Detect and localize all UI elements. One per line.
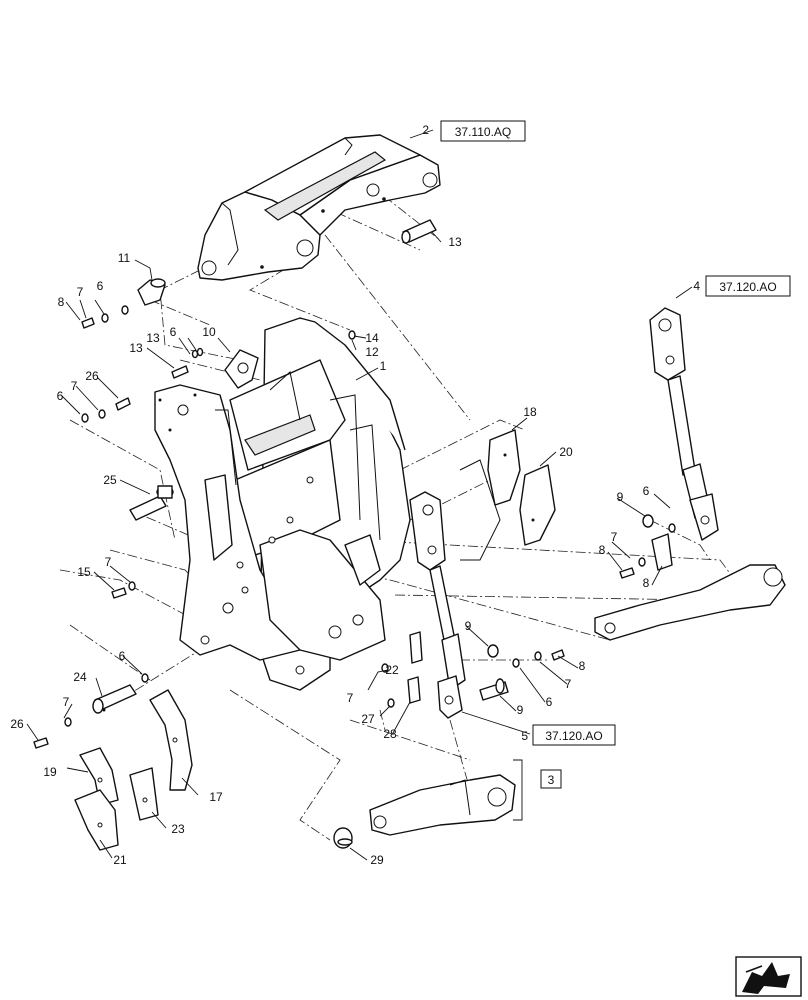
bushing-11 <box>137 278 166 306</box>
callout-2: 2 <box>422 123 429 137</box>
callout-25: 25 <box>103 473 117 487</box>
callout-12: 10 <box>202 325 216 339</box>
callout-21: 21 <box>113 853 127 867</box>
callout-9: 8 <box>643 576 650 590</box>
callout-6: 6 <box>546 695 553 709</box>
lift-rod-center <box>409 491 466 719</box>
callout-5: 5 <box>521 729 528 743</box>
lower-link-right <box>594 564 786 641</box>
callout-6: 6 <box>643 484 650 498</box>
pins-9 <box>479 533 673 701</box>
callout-19: 19 <box>43 765 57 779</box>
callout-7: 7 <box>105 555 112 569</box>
callout-28: 28 <box>383 727 397 741</box>
callout-26: 26 <box>85 369 99 383</box>
callout-10: 9 <box>617 490 624 504</box>
wear-plates <box>74 689 193 851</box>
next-page-arrow-icon[interactable] <box>735 956 802 997</box>
callout-14: 13 <box>129 341 143 355</box>
callout-7: 7 <box>77 285 84 299</box>
svg-text:37.120.AO: 37.120.AO <box>719 280 776 294</box>
reference-37-120-ao-top[interactable]: 37.120.AO <box>705 275 791 297</box>
callout-29: 29 <box>370 853 384 867</box>
svg-text:37.110.AQ: 37.110.AQ <box>455 125 511 139</box>
callout-8: 8 <box>579 659 586 673</box>
callout-7: 7 <box>347 691 354 705</box>
clevis-12 <box>224 349 259 389</box>
callout-24: 24 <box>73 670 87 684</box>
svg-text:37.120.AO: 37.120.AO <box>545 729 602 743</box>
callout-18: 18 <box>523 405 537 419</box>
callout-15: 13 <box>448 235 462 249</box>
svg-text:3: 3 <box>548 773 555 787</box>
top-link-bracket <box>197 134 441 281</box>
callout-23: 23 <box>171 822 185 836</box>
callout-7: 7 <box>63 695 70 709</box>
callout-6: 6 <box>170 325 177 339</box>
callout-7: 7 <box>71 379 78 393</box>
callout-13: 12 <box>365 345 379 359</box>
hardware-left <box>33 305 356 749</box>
callout-27: 27 <box>361 712 375 726</box>
leader-lines <box>26 129 693 861</box>
lower-link-3 <box>369 774 516 836</box>
callout-8: 8 <box>599 543 606 557</box>
main-frame <box>154 317 411 691</box>
callout-13: 13 <box>146 331 160 345</box>
reference-37-110-aq[interactable]: 37.110.AQ <box>440 120 526 142</box>
callout-9: 9 <box>517 703 524 717</box>
reference-boxes: 37.110.AQ 37.120.AO 37.120.AO 3 <box>440 120 791 789</box>
callout-10: 9 <box>465 619 472 633</box>
pin-24 <box>92 684 137 714</box>
callout-4: 4 <box>693 279 700 293</box>
hardware-right <box>381 523 676 708</box>
side-guides <box>459 429 556 561</box>
pin-15 <box>401 219 437 244</box>
rings-10 <box>487 514 654 658</box>
reference-37-120-ao-bottom[interactable]: 37.120.AO <box>532 724 616 746</box>
callout-22: 22 <box>385 663 399 677</box>
callout-16: 15 <box>77 565 91 579</box>
callout-7: 7 <box>565 677 572 691</box>
callout-8: 8 <box>58 295 65 309</box>
callout-6: 6 <box>57 389 64 403</box>
ball-29 <box>333 827 353 849</box>
callout-16: 14 <box>365 331 379 345</box>
callout-7: 7 <box>611 530 618 544</box>
callout-6: 6 <box>97 279 104 293</box>
callout-11: 11 <box>118 251 131 265</box>
pin-25 <box>129 485 174 521</box>
callout-17: 17 <box>209 790 223 804</box>
callout-20: 20 <box>559 445 573 459</box>
callout-26: 26 <box>10 717 24 731</box>
callout-6: 6 <box>119 649 126 663</box>
lift-rod-right <box>649 307 719 541</box>
reference-assembly-3[interactable]: 3 <box>540 769 562 789</box>
callouts: 2 4 5 1 13 11 7 6 8 14 12 13 6 10 13 26 … <box>10 123 700 867</box>
callout-1: 1 <box>380 359 387 373</box>
